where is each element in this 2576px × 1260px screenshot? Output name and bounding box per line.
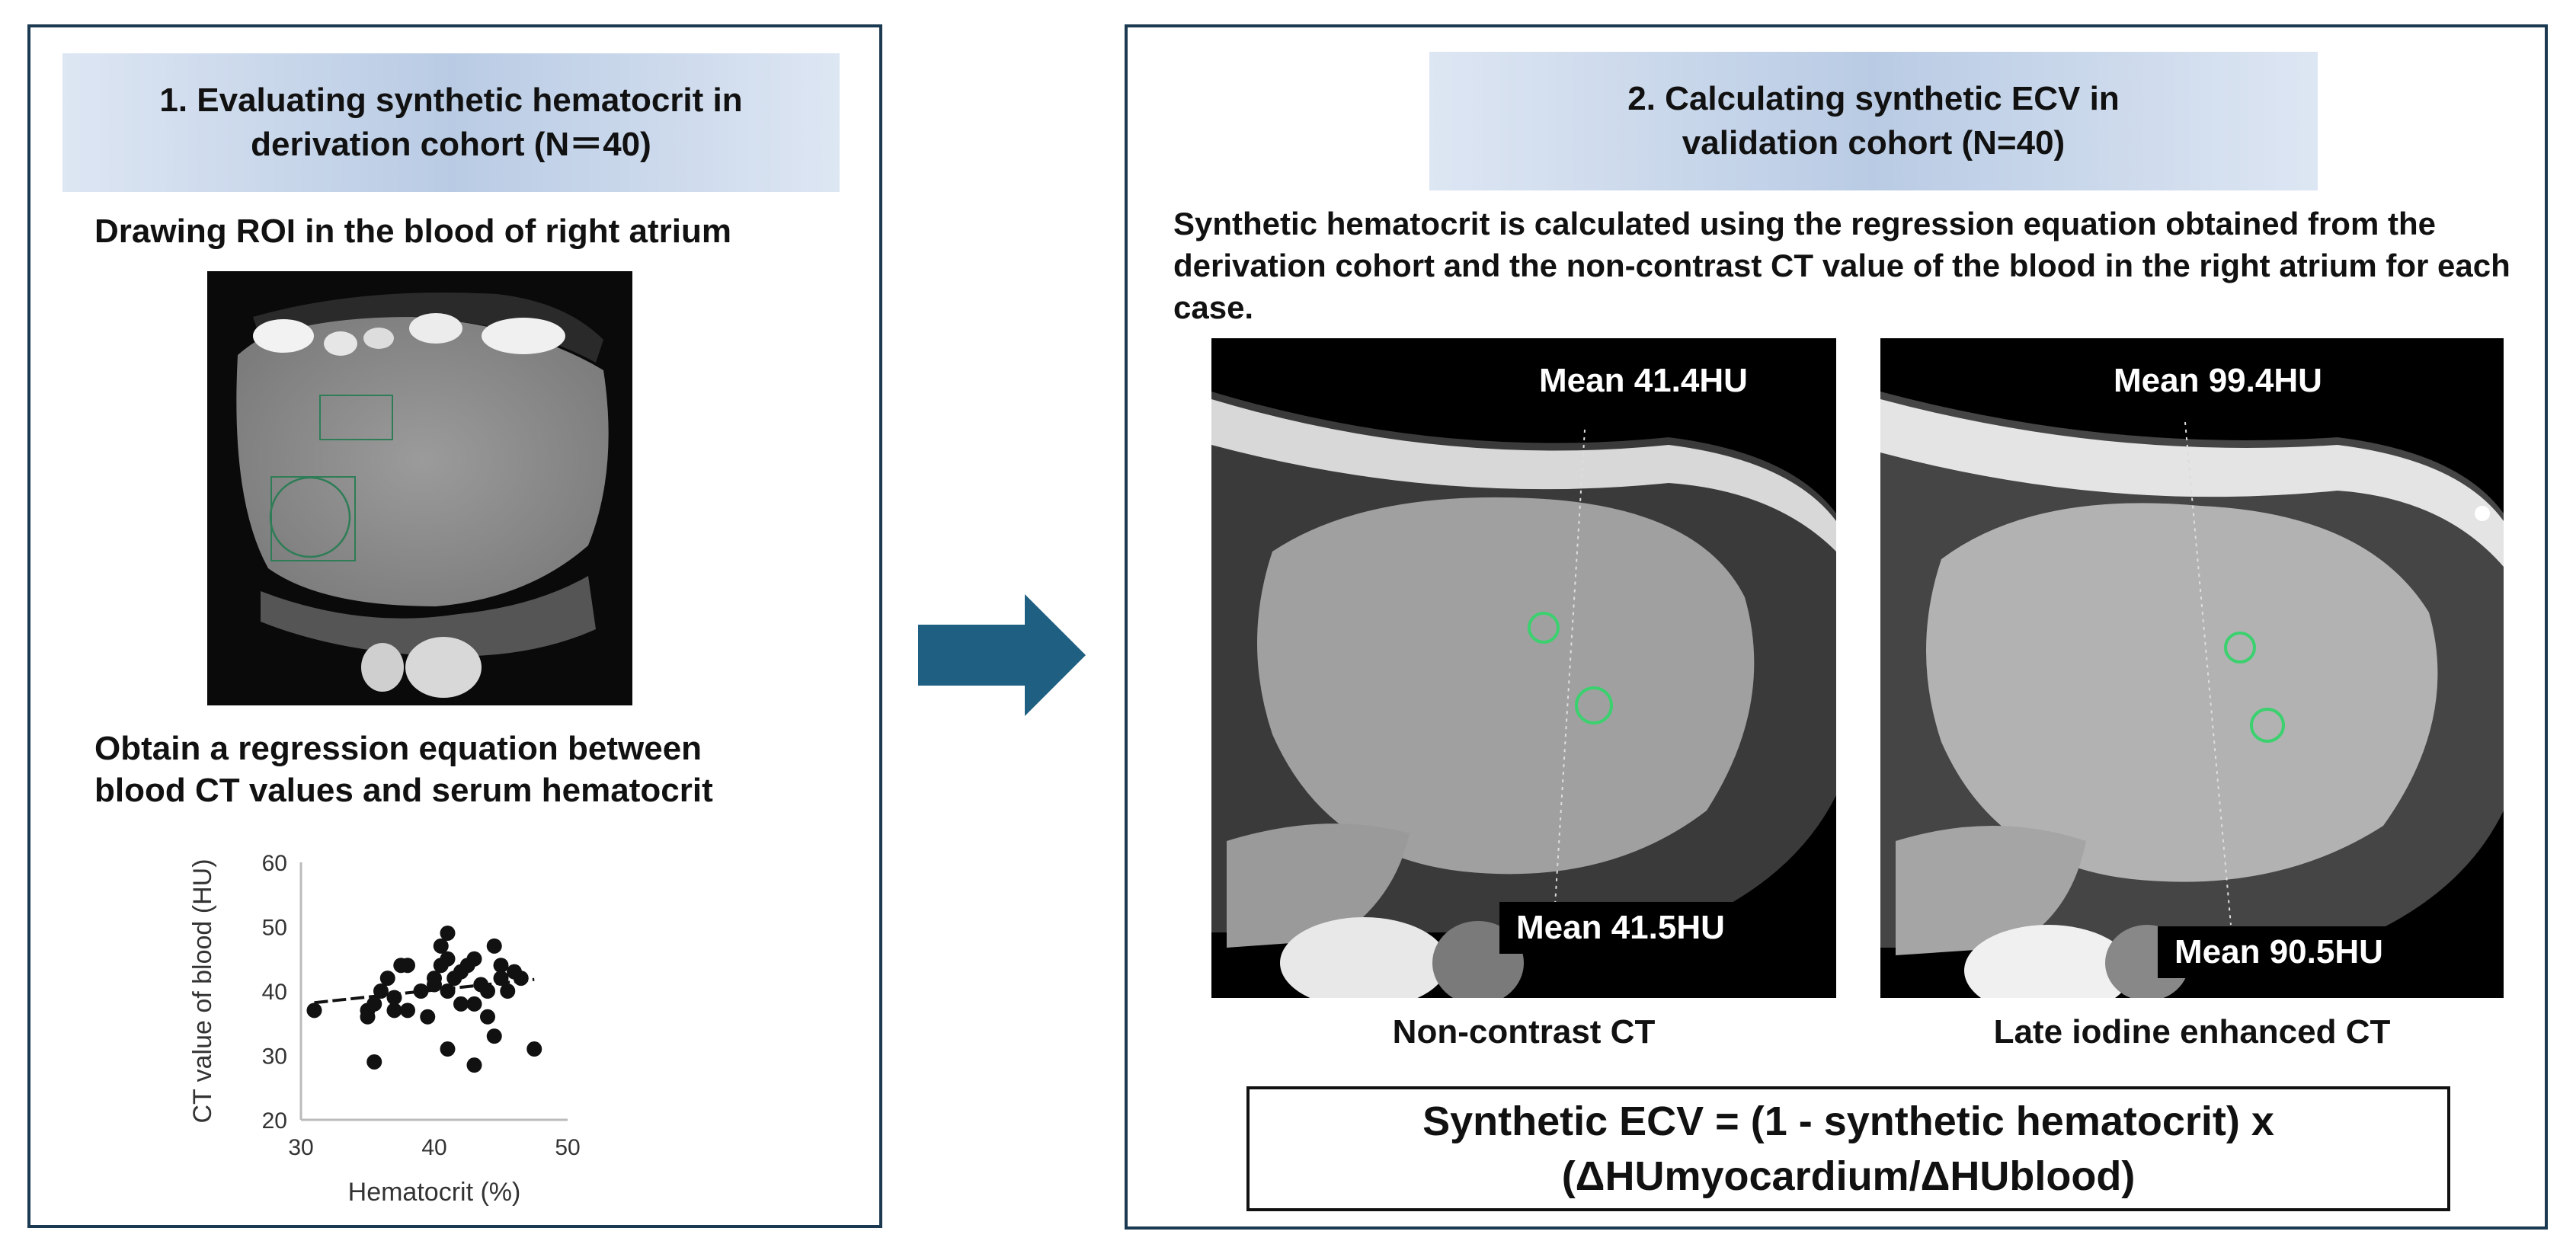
x-axis-title: Hematocrit (%) (348, 1178, 521, 1207)
data-point (366, 1054, 382, 1070)
y-tick-label: 20 (262, 1108, 287, 1134)
data-point (466, 996, 482, 1012)
data-point (513, 971, 529, 987)
data-point (480, 983, 495, 999)
data-point (427, 971, 442, 987)
data-point (360, 1009, 376, 1025)
flow-arrow-icon (918, 594, 1086, 716)
y-axis-title: CT value of blood (HU) (188, 859, 217, 1123)
data-point (420, 1009, 436, 1025)
data-point (453, 996, 469, 1012)
formula-line-2: (ΔHUmyocardium/ΔHUblood) (1561, 1153, 2136, 1199)
data-point (413, 983, 429, 999)
data-point (379, 971, 395, 987)
data-point (386, 990, 402, 1006)
data-point (366, 996, 382, 1012)
data-point (466, 951, 482, 967)
synthetic-ecv-formula: Synthetic ECV = (1 - synthetic hematocri… (1246, 1086, 2450, 1211)
x-tick-label: 30 (288, 1135, 313, 1160)
non-contrast-top-hu-label: Mean 41.4HU (1522, 355, 1765, 407)
data-point (400, 1003, 415, 1019)
data-point (440, 925, 456, 941)
late-iodine-enhanced-ct-image (1880, 338, 2504, 998)
data-point (440, 1041, 456, 1057)
y-tick-label: 30 (262, 1044, 287, 1070)
data-point (500, 983, 516, 999)
data-point (386, 1003, 402, 1019)
roi-instruction: Drawing ROI in the blood of right atrium (94, 213, 731, 250)
data-point (440, 983, 456, 999)
enhanced-top-hu-label: Mean 99.4HU (2097, 355, 2339, 407)
data-point (493, 971, 509, 987)
y-tick-label: 40 (262, 980, 287, 1005)
data-point (440, 951, 456, 967)
enhanced-caption: Late iodine enhanced CT (1993, 1013, 2391, 1051)
y-tick-label: 60 (262, 851, 287, 876)
formula-line-1: Synthetic ECV = (1 - synthetic hematocri… (1422, 1099, 2274, 1144)
data-point (433, 938, 449, 954)
data-point (373, 983, 389, 999)
non-contrast-caption: Non-contrast CT (1392, 1013, 1656, 1051)
data-point (493, 958, 509, 974)
data-point (306, 1003, 322, 1019)
regression-instruction: Obtain a regression equation between blo… (94, 730, 713, 809)
non-contrast-ct-image (1211, 338, 1836, 998)
data-point (466, 1057, 482, 1073)
validation-panel-header: 2. Calculating synthetic ECV in validati… (1429, 52, 2318, 190)
y-tick-label: 50 (262, 916, 287, 941)
data-point (400, 958, 415, 974)
data-point (480, 1009, 495, 1025)
x-tick-label: 50 (555, 1135, 580, 1160)
x-tick-label: 40 (421, 1135, 446, 1160)
derivation-panel-header: 1. Evaluating synthetic hematocrit in de… (62, 53, 840, 192)
synthetic-hematocrit-description: Synthetic hematocrit is calculated using… (1173, 206, 2510, 325)
roi-ct-image (207, 271, 632, 705)
data-point (486, 1028, 502, 1044)
data-point (486, 938, 502, 954)
non-contrast-bottom-hu-label: Mean 41.5HU (1499, 902, 1742, 954)
data-point (526, 1041, 542, 1057)
enhanced-bottom-hu-label: Mean 90.5HU (2158, 926, 2400, 978)
